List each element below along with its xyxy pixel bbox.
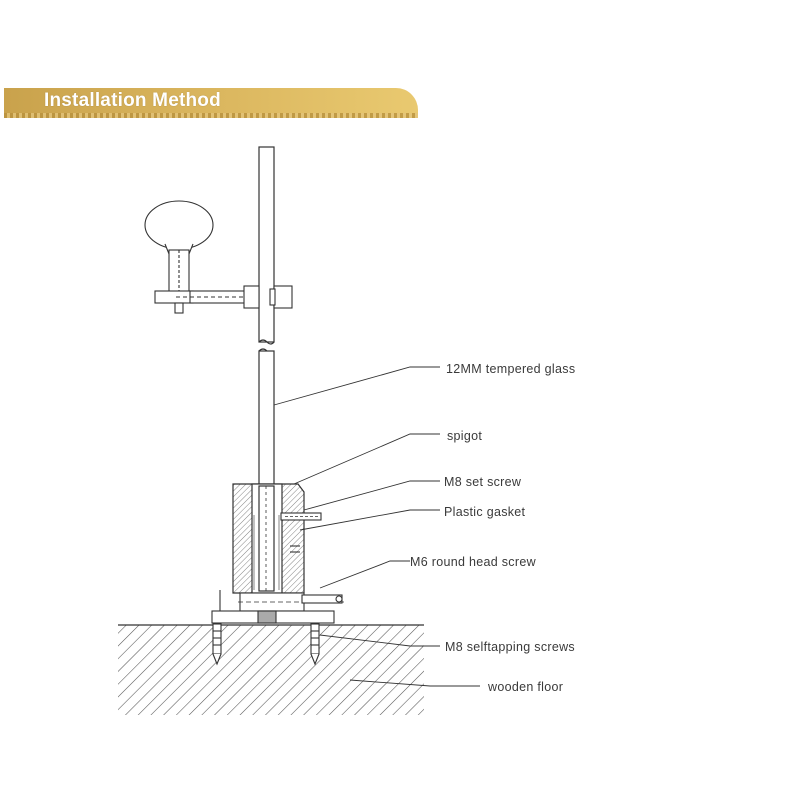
m8-selftapping-screws <box>212 623 320 666</box>
wooden-floor <box>118 624 424 715</box>
base-plate <box>211 590 344 624</box>
leader-floor <box>349 679 480 687</box>
handrail-bracket <box>144 200 293 314</box>
section-header-banner: Installation Method <box>4 88 418 118</box>
handrail-tube <box>144 200 214 250</box>
leader-gasket <box>299 509 440 531</box>
leader-round-head-screw <box>319 560 410 589</box>
label-m8-selftapping-screws: M8 selftapping screws <box>445 640 575 654</box>
leader-lines <box>273 366 480 687</box>
leader-set-screw <box>303 480 440 511</box>
section-title: Installation Method <box>44 90 221 111</box>
spigot <box>232 483 305 594</box>
leader-glass <box>273 366 440 406</box>
leader-selftapping <box>319 634 440 647</box>
label-m6-round-head-screw: M6 round head screw <box>410 555 537 569</box>
label-tempered-glass: 12MM tempered glass <box>446 362 575 376</box>
leader-spigot <box>293 433 440 485</box>
label-m8-set-screw: M8 set screw <box>444 475 522 489</box>
label-plastic-gasket: Plastic gasket <box>444 505 526 519</box>
m8-set-screw <box>280 512 322 553</box>
label-wooden-floor: wooden floor <box>487 680 563 694</box>
label-spigot: spigot <box>447 429 482 443</box>
